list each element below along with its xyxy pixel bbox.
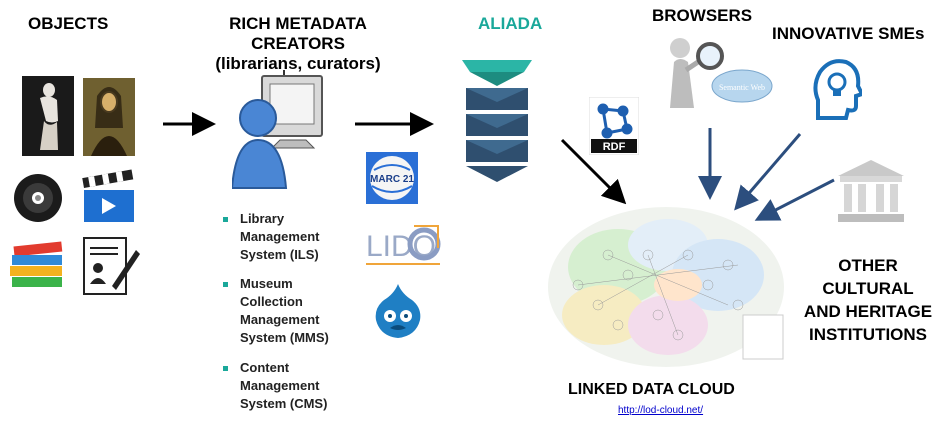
system-mms: Museum Collection Management System (MMS… <box>240 275 329 347</box>
system-cms-line3: System (CMS) <box>240 396 328 411</box>
other-title-line3: INSTITUTIONS <box>808 325 928 344</box>
aliada-title: ALIADA <box>478 14 543 33</box>
creators-title: RICH METADATA CREATORS (librarians, cura… <box>188 14 408 74</box>
system-cms-line1: Content <box>240 360 290 375</box>
mona-lisa-icon <box>83 78 135 156</box>
system-cms: Content Management System (CMS) <box>240 359 327 413</box>
system-cms-line2: Management <box>240 378 320 393</box>
objects-title: OBJECTS <box>28 14 109 33</box>
creators-title-line2: (librarians, curators) <box>215 54 381 73</box>
system-ils: Library Management System (ILS) <box>240 210 319 264</box>
system-mms-line2: Collection <box>240 294 303 309</box>
marc21-logo-text: MARC 21 <box>370 174 414 185</box>
other-title-line1: OTHER CULTURAL <box>822 256 914 298</box>
bullet-ils <box>223 217 228 222</box>
system-ils-line2: Management <box>240 229 320 244</box>
browsers-title: BROWSERS <box>652 6 753 25</box>
system-ils-line3: System (ILS) <box>240 247 319 262</box>
other-title-line2: AND HERITAGE <box>803 302 933 321</box>
bullet-cms <box>223 366 228 371</box>
other-institutions-title: OTHER CULTURAL AND HERITAGE INSTITUTIONS <box>793 254 943 346</box>
creators-title-line1: RICH METADATA CREATORS <box>229 14 367 53</box>
rdf-logo-text: RDF <box>603 141 626 153</box>
cloud-title: LINKED DATA CLOUD <box>568 381 735 398</box>
system-mms-line1: Museum <box>240 276 293 291</box>
bullet-mms <box>223 282 228 287</box>
system-mms-line4: System (MMS) <box>240 330 329 345</box>
semantic-web-label: Semantic Web <box>719 83 765 92</box>
lod-cloud-link[interactable]: http://lod-cloud.net/ <box>618 405 704 416</box>
venus-statue-icon <box>22 76 74 156</box>
system-ils-line1: Library <box>240 211 285 226</box>
system-mms-line3: Management <box>240 312 320 327</box>
smes-title: INNOVATIVE SMEs <box>772 24 925 43</box>
